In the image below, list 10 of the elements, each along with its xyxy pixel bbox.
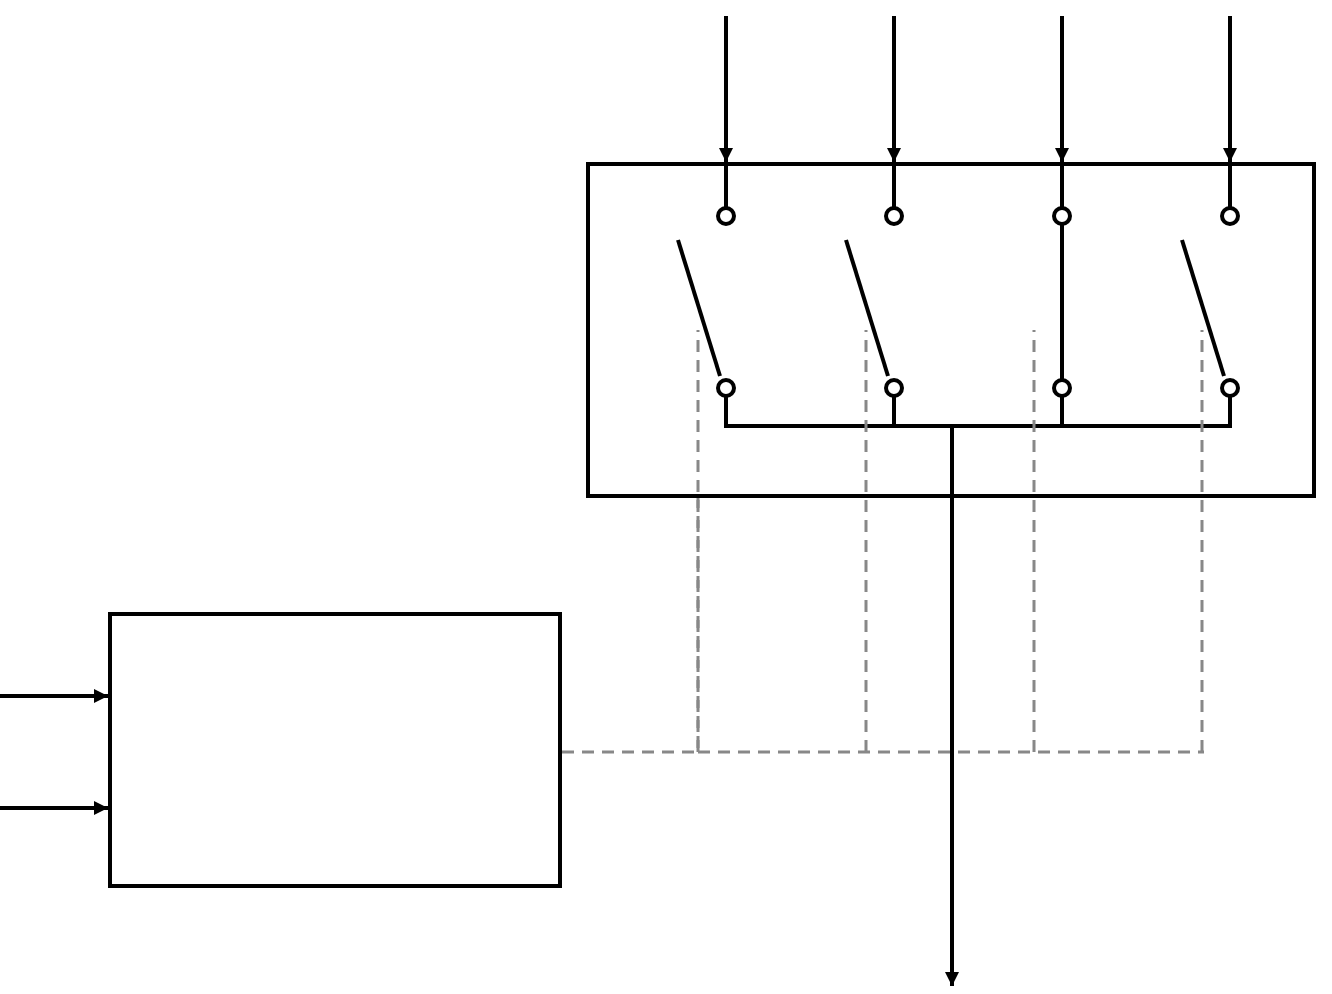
arrow [945, 498, 959, 986]
arrow [719, 16, 733, 162]
arrow [887, 16, 901, 162]
switch-box [586, 162, 1316, 498]
dashed-control-line [562, 498, 700, 754]
control-box [108, 612, 562, 888]
arrow [0, 801, 108, 815]
arrow [0, 689, 108, 703]
arrow [1223, 16, 1237, 162]
arrow [1055, 16, 1069, 162]
